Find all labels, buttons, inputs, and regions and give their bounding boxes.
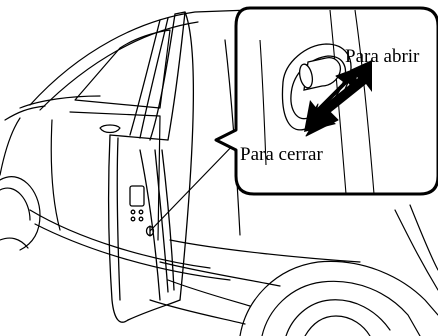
door-latch xyxy=(130,186,144,206)
label-para-abrir: Para abrir xyxy=(345,46,420,67)
label-para-cerrar: Para cerrar xyxy=(240,144,323,165)
door-handle xyxy=(100,125,120,133)
leader-line xyxy=(150,140,238,231)
callout-box: Para abrir Para cerrar xyxy=(216,8,438,194)
open-rear-door xyxy=(109,12,194,322)
